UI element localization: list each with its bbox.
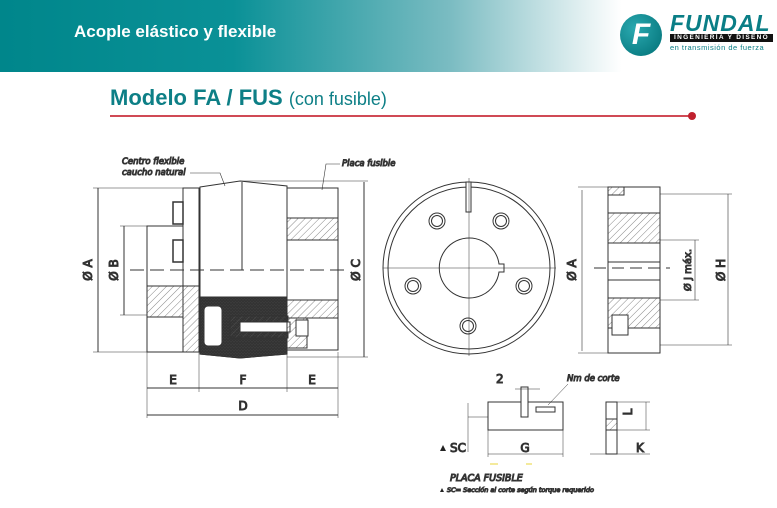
fuse-plate-drawing: [440, 383, 650, 492]
hub-section-view: [578, 186, 732, 354]
dim-c: Ø C: [349, 259, 363, 281]
model-name: Modelo FA / FUS: [110, 85, 283, 110]
callout-center-line2: caucho natural: [122, 168, 186, 178]
front-view: [382, 178, 556, 356]
plate-sc: SC: [450, 441, 466, 455]
side-section-view: [93, 163, 368, 418]
plate-g: G: [520, 441, 529, 455]
dim-f: F: [240, 373, 247, 387]
dim-b: Ø B: [107, 259, 121, 281]
dim-d: D: [238, 399, 247, 413]
header-title: Acople elástico y flexible: [74, 22, 277, 41]
brand-tagline: en transmisión de fuerza: [670, 43, 765, 52]
brand-name: FUNDAL: [670, 10, 771, 36]
title-rule-dot: [688, 112, 696, 120]
logo-icon: F: [620, 14, 662, 56]
brand-strip: INGENIERÍA Y DISEÑO: [670, 34, 773, 42]
plate-nm-label: Nm de corte: [567, 374, 620, 384]
plate-footnote: SC= Sección al corte según torque requer…: [447, 486, 594, 494]
dim-e-right: E: [308, 373, 316, 387]
dim-j: Ø J máx.: [682, 249, 694, 291]
dim-h: Ø H: [714, 259, 728, 281]
dim-a-right: Ø A: [565, 258, 579, 280]
plate-k: K: [636, 441, 645, 455]
dim-e-left: E: [169, 373, 177, 387]
callout-plate: Placa fusible: [342, 159, 395, 169]
plate-title: PLACA FUSIBLE: [450, 473, 523, 484]
title-rule: [110, 115, 690, 117]
plate-l: L: [621, 408, 635, 415]
page-title: Modelo FA / FUS (con fusible): [110, 85, 387, 111]
callout-center-line1: Centro flexible: [122, 157, 184, 167]
dim-a-left: Ø A: [81, 258, 95, 280]
model-suffix: (con fusible): [288, 89, 387, 109]
plate-slot-width: 2: [496, 372, 504, 386]
